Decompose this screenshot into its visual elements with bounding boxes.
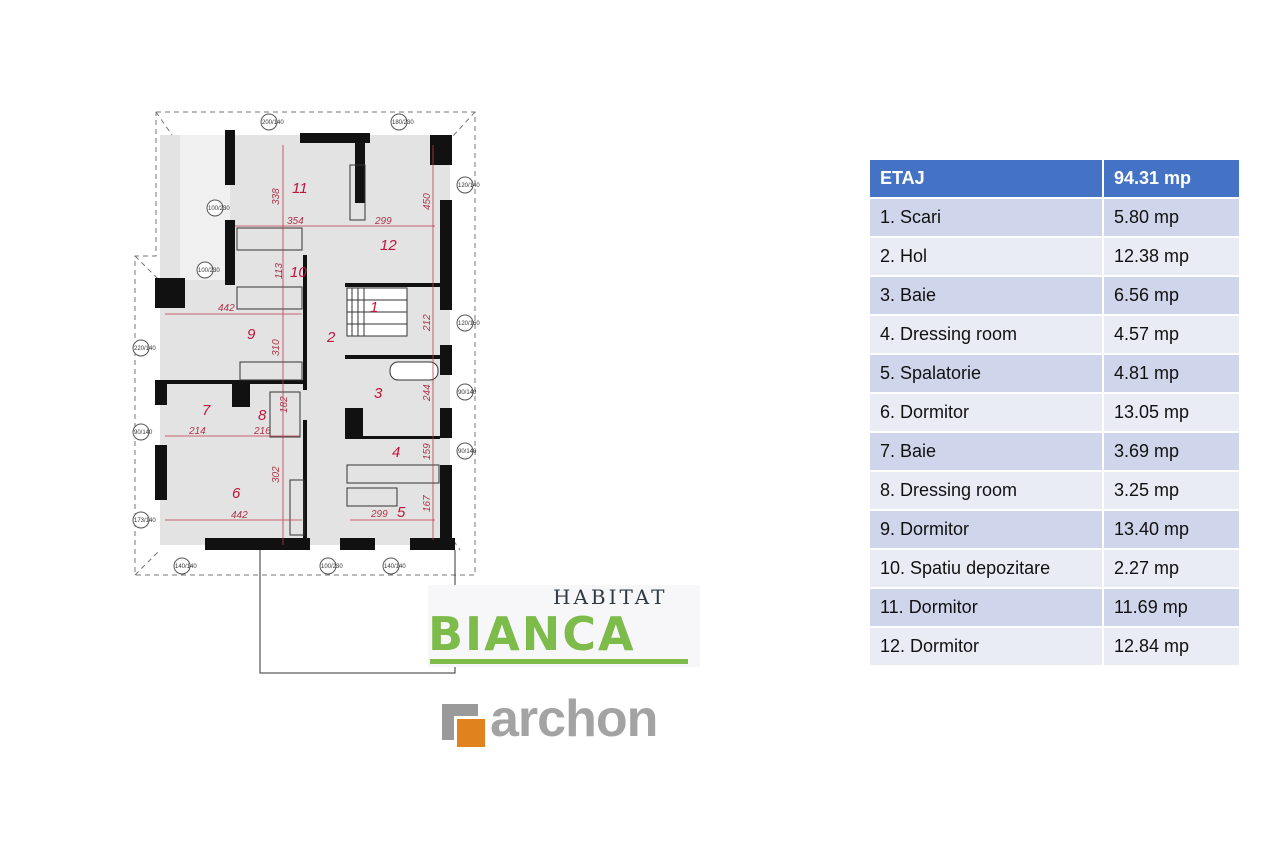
room-area: 13.40 mp <box>1102 509 1241 550</box>
dimension-label: 450 <box>422 193 433 210</box>
dimension-lines <box>165 145 435 545</box>
terrace-outline <box>259 550 456 674</box>
room-label: 4 <box>392 444 400 461</box>
room-area: 6.56 mp <box>1102 275 1241 316</box>
room-label: 10 <box>290 264 307 281</box>
walls <box>155 130 455 550</box>
room-label: 12 <box>380 237 397 254</box>
logo-bianca-text: BIANCA <box>428 607 636 661</box>
room-area: 3.25 mp <box>1102 470 1241 511</box>
wardrobes <box>236 164 440 536</box>
archon-logo-text: archon <box>490 690 658 748</box>
room-label: 6 <box>232 485 241 502</box>
dimension-label: 299 <box>370 509 388 520</box>
room-area: 11.69 mp <box>1102 587 1241 628</box>
room-label: 7 <box>202 402 211 419</box>
room-label: 1 <box>370 299 378 316</box>
room-area: 12.84 mp <box>1102 626 1241 667</box>
window-tag: 220/140 <box>134 346 156 352</box>
room-label: 2 <box>326 329 336 346</box>
window-tag: 180/230 <box>392 120 414 126</box>
header-floor: ETAJ <box>868 158 1104 199</box>
bathtub <box>389 361 439 381</box>
dimension-label: 214 <box>188 426 206 437</box>
dimension-label: 159 <box>422 443 433 460</box>
dimension-label: 302 <box>271 466 282 483</box>
room-name: 3. Baie <box>868 275 1104 316</box>
dimension-label: 442 <box>231 510 248 521</box>
dimension-label: 442 <box>218 303 235 314</box>
dimension-label: 354 <box>287 216 304 227</box>
room-name: 2. Hol <box>868 236 1104 277</box>
room-area: 4.81 mp <box>1102 353 1241 394</box>
room-name: 1. Scari <box>868 197 1104 238</box>
window-tag: 140/140 <box>175 564 197 570</box>
room-name: 6. Dormitor <box>868 392 1104 433</box>
room-label: 5 <box>397 504 406 521</box>
floor-plan: 11 12 10 1 2 9 3 7 8 4 6 5 338 354 299 4… <box>132 111 480 674</box>
dimension-label: 167 <box>422 495 433 512</box>
window-tag: 173/140 <box>134 518 156 524</box>
room-name: 9. Dormitor <box>868 509 1104 550</box>
room-name: 12. Dormitor <box>868 626 1104 667</box>
room-name: 5. Spalatorie <box>868 353 1104 394</box>
header-total-area: 94.31 mp <box>1102 158 1241 199</box>
dimension-label: 216 <box>253 426 271 437</box>
window-tag: 120/160 <box>458 321 480 327</box>
window-tag: 140/140 <box>384 564 406 570</box>
dimension-label: 299 <box>374 216 392 227</box>
window-tag: 90/140 <box>134 430 153 436</box>
logo-underline <box>430 659 688 664</box>
room-area: 5.80 mp <box>1102 197 1241 238</box>
room-area: 12.38 mp <box>1102 236 1241 277</box>
window-tag: 100/230 <box>321 564 343 570</box>
room-label: 9 <box>247 326 256 343</box>
logo-habitat-text: HABITAT <box>553 585 668 609</box>
table-header: ETAJ 94.31 mp <box>868 158 1241 199</box>
room-area: 4.57 mp <box>1102 314 1241 355</box>
room-name: 11. Dormitor <box>868 587 1104 628</box>
window-tag: 200/140 <box>262 120 284 126</box>
dimension-label: 310 <box>271 339 282 356</box>
dimension-label: 113 <box>274 263 285 279</box>
stairs <box>346 287 408 337</box>
dimension-label: 212 <box>422 314 433 332</box>
room-label: 8 <box>258 407 267 424</box>
dimension-label: 244 <box>422 384 433 402</box>
archon-logo-mark-orange <box>454 716 485 747</box>
window-tag: 90/140 <box>458 449 477 455</box>
roof-ridge <box>134 549 161 576</box>
dimension-label: 182 <box>279 396 290 413</box>
room-area: 3.69 mp <box>1102 431 1241 472</box>
window-tag: 100/230 <box>198 268 220 274</box>
window-tag: 120/140 <box>458 183 480 189</box>
window-tags: 200/140 180/230 120/140 100/230 100/230 … <box>132 113 480 575</box>
room-label: 3 <box>374 385 383 402</box>
room-area: 2.27 mp <box>1102 548 1241 589</box>
room-area: 13.05 mp <box>1102 392 1241 433</box>
dimension-label: 338 <box>271 188 282 205</box>
room-label: 11 <box>292 180 308 197</box>
room-name: 10. Spatiu depozitare <box>868 548 1104 589</box>
habitat-bianca-logo: HABITAT BIANCA <box>428 585 700 667</box>
room-name: 8. Dressing room <box>868 470 1104 511</box>
room-name: 4. Dressing room <box>868 314 1104 355</box>
window-tag: 100/230 <box>208 206 230 212</box>
room-name: 7. Baie <box>868 431 1104 472</box>
window-tag: 90/140 <box>458 390 477 396</box>
